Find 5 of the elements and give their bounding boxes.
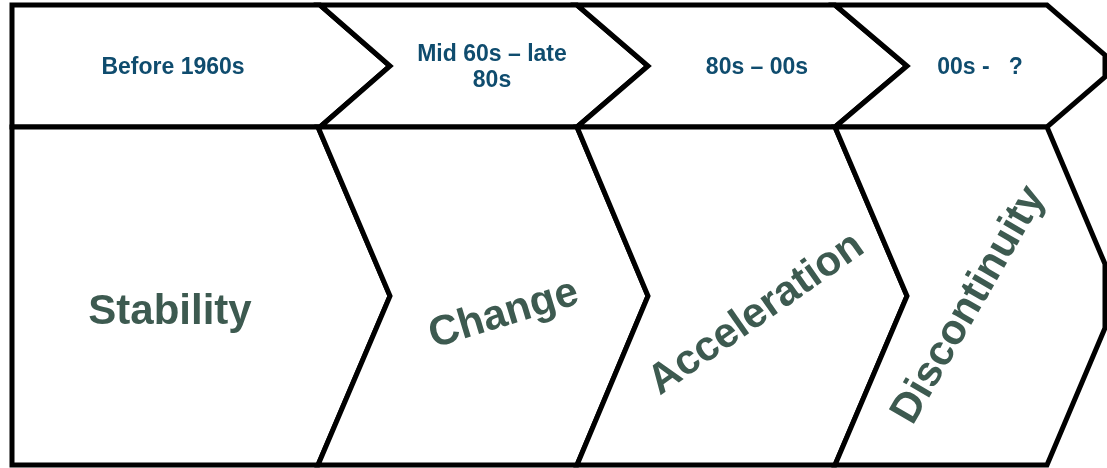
period-label: Before 1960s xyxy=(101,52,245,80)
period-label: 00s - ? xyxy=(937,52,1023,80)
period-label: Mid 60s – late 80s xyxy=(416,39,568,93)
stage-label: Change xyxy=(423,269,583,355)
period-label: 80s – 00s xyxy=(705,52,809,80)
